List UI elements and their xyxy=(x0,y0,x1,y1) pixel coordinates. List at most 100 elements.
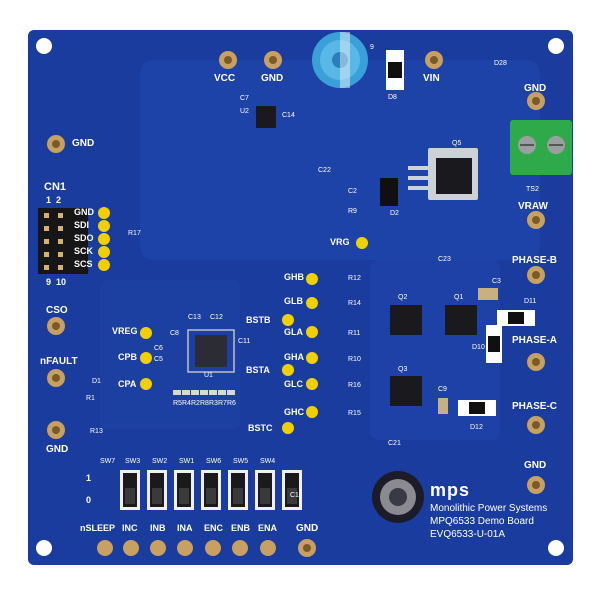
terminal-gnd-top xyxy=(264,51,282,69)
label-phase-c: PHASE-C xyxy=(512,401,558,412)
yellow-test-point xyxy=(306,352,318,364)
label-vreg: VREG xyxy=(112,326,138,336)
des-u1: U1 xyxy=(204,372,213,379)
label-sw6: SW6 xyxy=(206,458,222,465)
des-c21: C21 xyxy=(388,440,401,447)
yellow-test-point xyxy=(98,207,110,219)
terminal-posts xyxy=(47,51,545,557)
yellow-test-point xyxy=(140,352,152,364)
des-c1: C1 xyxy=(290,492,299,499)
dip-switch-actuator xyxy=(179,488,189,504)
terminal-phase-b xyxy=(527,266,545,284)
dip-switches xyxy=(120,470,302,510)
yellow-test-point xyxy=(98,220,110,232)
header-pin xyxy=(44,226,49,231)
terminal-gnd-left2 xyxy=(47,421,65,439)
yellow-test-point xyxy=(282,364,294,376)
diode-d8 xyxy=(386,50,404,90)
terminal-gnd-left xyxy=(47,135,65,153)
label-enb: ENB xyxy=(231,523,251,533)
header-pin xyxy=(58,213,63,218)
diode-d12 xyxy=(458,400,496,416)
diode-d10 xyxy=(486,325,502,363)
label-gnd-tr: GND xyxy=(524,83,547,94)
label-gla: GLA xyxy=(284,327,303,337)
mounting-holes xyxy=(36,38,564,556)
label-phase-a: PHASE-A xyxy=(512,335,558,346)
header-pin xyxy=(58,239,63,244)
des-ts2: TS2 xyxy=(526,186,539,193)
dip-switch-actuator xyxy=(125,488,135,504)
des-c22: C22 xyxy=(318,167,331,174)
info-line-3: EVQ6533-U-01A xyxy=(430,529,506,540)
des-r9: R9 xyxy=(348,208,357,215)
des-d1: D1 xyxy=(92,378,101,385)
label-header-sck: SCK xyxy=(74,246,94,256)
label-gnd-left2: GND xyxy=(46,444,69,455)
header-pin xyxy=(58,265,63,270)
label-header-sdo: SDO xyxy=(74,233,94,243)
des-r14: R14 xyxy=(348,300,361,307)
cap-c3 xyxy=(478,288,498,300)
mosfet-q2 xyxy=(390,305,422,335)
label-sw1: SW1 xyxy=(179,458,195,465)
des-r16: R16 xyxy=(348,382,361,389)
smd-resistor-row xyxy=(173,390,235,395)
des-q3: Q3 xyxy=(398,366,408,373)
label-sw4: SW4 xyxy=(260,458,276,465)
des-c6: C6 xyxy=(154,345,163,352)
label-ina: INA xyxy=(177,523,193,533)
des-c13: C13 xyxy=(188,314,201,321)
label-vrg: VRG xyxy=(330,237,350,247)
yellow-test-point xyxy=(306,273,318,285)
header-pin xyxy=(58,252,63,257)
des-r17: R17 xyxy=(128,230,141,237)
label-bstb: BSTB xyxy=(246,315,271,325)
bulk-capacitor-bottom xyxy=(372,471,424,523)
label-gnd-top: GND xyxy=(261,73,284,84)
terminal-nfault xyxy=(47,369,65,387)
label-header-gnd: GND xyxy=(74,207,94,217)
terminal-phase-c xyxy=(527,416,545,434)
des-q1: Q1 xyxy=(454,294,464,301)
label-glb: GLB xyxy=(284,296,303,306)
label-ghb: GHB xyxy=(284,272,304,282)
des-r4: R4 xyxy=(182,400,191,407)
des-c8: C8 xyxy=(170,330,179,337)
label-nfault: nFAULT xyxy=(40,356,78,367)
terminal-gnd-tr xyxy=(527,92,545,110)
label-gnd-right: GND xyxy=(524,460,547,471)
label-bsta: BSTA xyxy=(246,365,270,375)
label-vin: VIN xyxy=(423,73,440,84)
label-sw7: SW7 xyxy=(100,458,116,465)
screw-terminal-block xyxy=(510,120,572,175)
label-sw2: SW2 xyxy=(152,458,168,465)
yellow-test-point xyxy=(98,233,110,245)
brand-logo: mps xyxy=(430,480,471,500)
copper-pour-top xyxy=(140,60,540,260)
des-d12: D12 xyxy=(470,424,483,431)
header-pin xyxy=(44,239,49,244)
label-header-pin-bottom: 9 10 xyxy=(46,277,67,287)
des-r15: R15 xyxy=(348,410,361,417)
dip-switch-actuator xyxy=(152,488,162,504)
label-enc: ENC xyxy=(204,523,224,533)
des-u2: U2 xyxy=(240,108,249,115)
yellow-test-point xyxy=(282,314,294,326)
diode-d2 xyxy=(380,178,398,206)
cn1-pins xyxy=(44,213,63,270)
terminal-cso xyxy=(47,317,65,335)
info-line-2: MPQ6533 Demo Board xyxy=(430,516,534,527)
des-r10: R10 xyxy=(348,356,361,363)
yellow-test-point xyxy=(306,297,318,309)
des-c5: C5 xyxy=(154,356,163,363)
des-d8: D8 xyxy=(388,94,397,101)
label-switch-zero: 0 xyxy=(86,495,92,505)
yellow-test-point xyxy=(356,237,368,249)
dip-switch-actuator xyxy=(233,488,243,504)
des-r7: R7 xyxy=(218,400,227,407)
label-nsleep: nSLEEP xyxy=(80,523,116,533)
label-glc: GLC xyxy=(284,379,303,389)
des-r1: R1 xyxy=(86,395,95,402)
